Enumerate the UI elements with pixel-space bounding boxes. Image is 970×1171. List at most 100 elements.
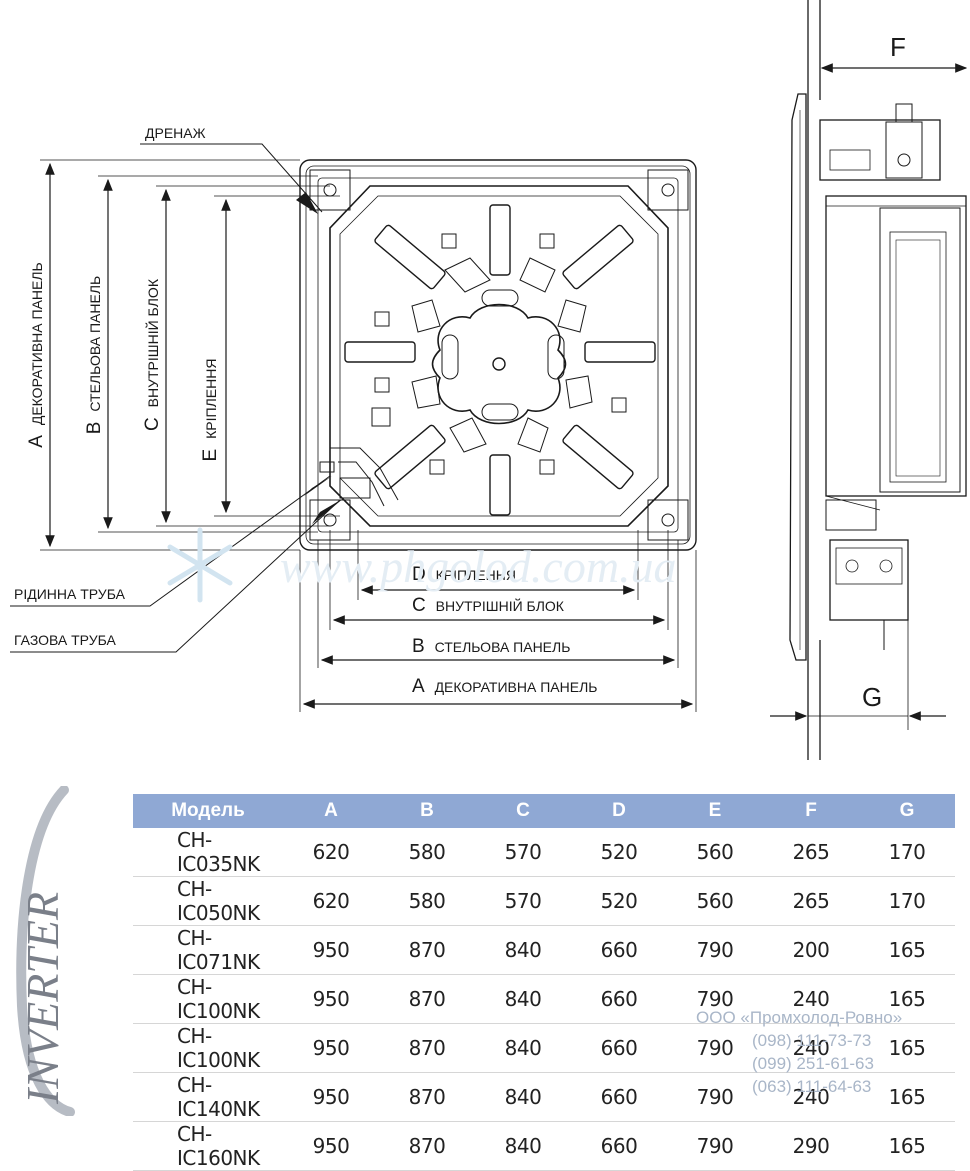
cell-value: 580 — [379, 876, 475, 926]
header-f: F — [763, 794, 859, 828]
side-dimensions — [770, 63, 968, 730]
cell-value: 870 — [379, 1072, 475, 1122]
technical-drawing: A ДЕКОРАТИВНА ПАНЕЛЬ B СТЕЛЬОВА ПАНЕЛЬ C… — [10, 0, 968, 760]
dim-label-c-vertical: C ВНУТРІШНІЙ БЛОК — [142, 278, 163, 431]
cell-value: 165 — [859, 1023, 955, 1073]
dim-label-e-vertical: E КРІПЛЕННЯ — [200, 359, 221, 462]
header-a: A — [283, 794, 379, 828]
cell-value: 560 — [667, 828, 763, 877]
snowflake-icon — [167, 527, 233, 603]
cell-value: 240 — [763, 1023, 859, 1073]
company-name: ООО «Промхолод-Ровно» — [696, 1008, 903, 1027]
cell-value: 265 — [763, 828, 859, 877]
cell-value: 570 — [475, 876, 571, 926]
callout-liquid-pipe: РІДИННА ТРУБА — [14, 586, 126, 602]
svg-text:B СТЕЛЬОВА ПАНЕЛЬ: B СТЕЛЬОВА ПАНЕЛЬ — [84, 276, 105, 434]
vertical-dimensions — [40, 159, 340, 551]
dim-label-b-vertical: B СТЕЛЬОВА ПАНЕЛЬ — [84, 276, 105, 434]
callout-drain: ДРЕНАЖ — [145, 125, 206, 141]
cell-value: 950 — [283, 1023, 379, 1073]
cell-value: 950 — [283, 1072, 379, 1122]
table-header-row: Модель A B C D E F G — [133, 794, 955, 828]
cell-value: 265 — [763, 876, 859, 926]
cell-model: CH-IC035NK — [133, 828, 283, 877]
header-e: E — [667, 794, 763, 828]
callout-gas-pipe: ГАЗОВА ТРУБА — [14, 632, 116, 648]
cell-value: 240 — [763, 974, 859, 1024]
cell-value: 560 — [667, 876, 763, 926]
cell-value: 620 — [283, 876, 379, 926]
side-label-f: F — [890, 32, 906, 62]
cell-value: 620 — [283, 828, 379, 877]
watermark-text: www.phgolod.com.ua — [280, 541, 677, 592]
cell-model: CH-IC140NK — [133, 1072, 283, 1122]
cell-model: CH-IC160NK — [133, 1121, 283, 1171]
svg-text:E КРІПЛЕННЯ: E КРІПЛЕННЯ — [200, 359, 221, 462]
dim-label-a-vertical: A ДЕКОРАТИВНА ПАНЕЛЬ — [26, 262, 47, 447]
dim-label-d-horizontal: D КРІПЛЕННЯ — [412, 564, 516, 585]
phone-3: (063) 111-64-63 — [752, 1077, 872, 1096]
svg-text:C ВНУТРІШНІЙ БЛОК: C ВНУТРІШНІЙ БЛОК — [142, 278, 163, 431]
watermark: www.phgolod.com.ua — [167, 527, 677, 603]
cell-value: 660 — [571, 974, 667, 1024]
cell-model: CH-IC050NK — [133, 876, 283, 926]
header-d: D — [571, 794, 667, 828]
cell-value: 290 — [763, 1121, 859, 1171]
cell-model: CH-IC071NK — [133, 925, 283, 975]
cell-model: CH-IC100NK — [133, 1023, 283, 1073]
cell-value: 520 — [571, 828, 667, 877]
header-g: G — [859, 794, 955, 828]
cell-value: 165 — [859, 925, 955, 975]
company-contacts: ООО «Промхолод-Ровно» (098) 111-73-73 (0… — [696, 1006, 966, 1098]
horizontal-dimensions — [299, 530, 697, 712]
phone-2: (099) 251-61-63 — [752, 1054, 874, 1073]
side-view — [789, 0, 967, 760]
side-label-g: G — [862, 682, 882, 712]
cell-value: 165 — [859, 974, 955, 1024]
callout-arrowheads — [296, 192, 344, 524]
inverter-logo: INVERTER — [16, 786, 75, 1116]
cell-value: 790 — [667, 925, 763, 975]
cell-value: 790 — [667, 1121, 763, 1171]
cell-model: CH-IC100NK — [133, 974, 283, 1024]
cell-value: 200 — [763, 925, 859, 975]
cell-value: 660 — [571, 1072, 667, 1122]
cell-value: 840 — [475, 974, 571, 1024]
cell-value: 240 — [763, 1072, 859, 1122]
cell-value: 870 — [379, 1121, 475, 1171]
svg-text:INVERTER: INVERTER — [17, 892, 68, 1105]
cell-value: 165 — [859, 1072, 955, 1122]
cell-value: 840 — [475, 1072, 571, 1122]
cell-value: 870 — [379, 1023, 475, 1073]
callout-leaders — [10, 143, 341, 653]
cell-value: 660 — [571, 925, 667, 975]
svg-text:A ДЕКОРАТИВНА ПАНЕЛЬ: A ДЕКОРАТИВНА ПАНЕЛЬ — [26, 262, 47, 447]
cell-value: 170 — [859, 828, 955, 877]
cell-value: 165 — [859, 1121, 955, 1171]
cell-value: 790 — [667, 1023, 763, 1073]
cell-value: 950 — [283, 1121, 379, 1171]
cell-value: 520 — [571, 876, 667, 926]
cell-value: 580 — [379, 828, 475, 877]
phone-1: (098) 111-73-73 — [752, 1031, 872, 1050]
dim-label-a-horizontal: A ДЕКОРАТИВНА ПАНЕЛЬ — [412, 676, 597, 697]
cell-value: 840 — [475, 1121, 571, 1171]
dim-label-b-horizontal: B СТЕЛЬОВА ПАНЕЛЬ — [412, 636, 570, 657]
cell-value: 570 — [475, 828, 571, 877]
cell-value: 840 — [475, 925, 571, 975]
cell-value: 950 — [283, 925, 379, 975]
header-b: B — [379, 794, 475, 828]
cell-value: 170 — [859, 876, 955, 926]
cell-value: 660 — [571, 1121, 667, 1171]
cell-value: 840 — [475, 1023, 571, 1073]
dim-label-c-horizontal: C ВНУТРІШНІЙ БЛОК — [412, 595, 565, 616]
cell-value: 660 — [571, 1023, 667, 1073]
